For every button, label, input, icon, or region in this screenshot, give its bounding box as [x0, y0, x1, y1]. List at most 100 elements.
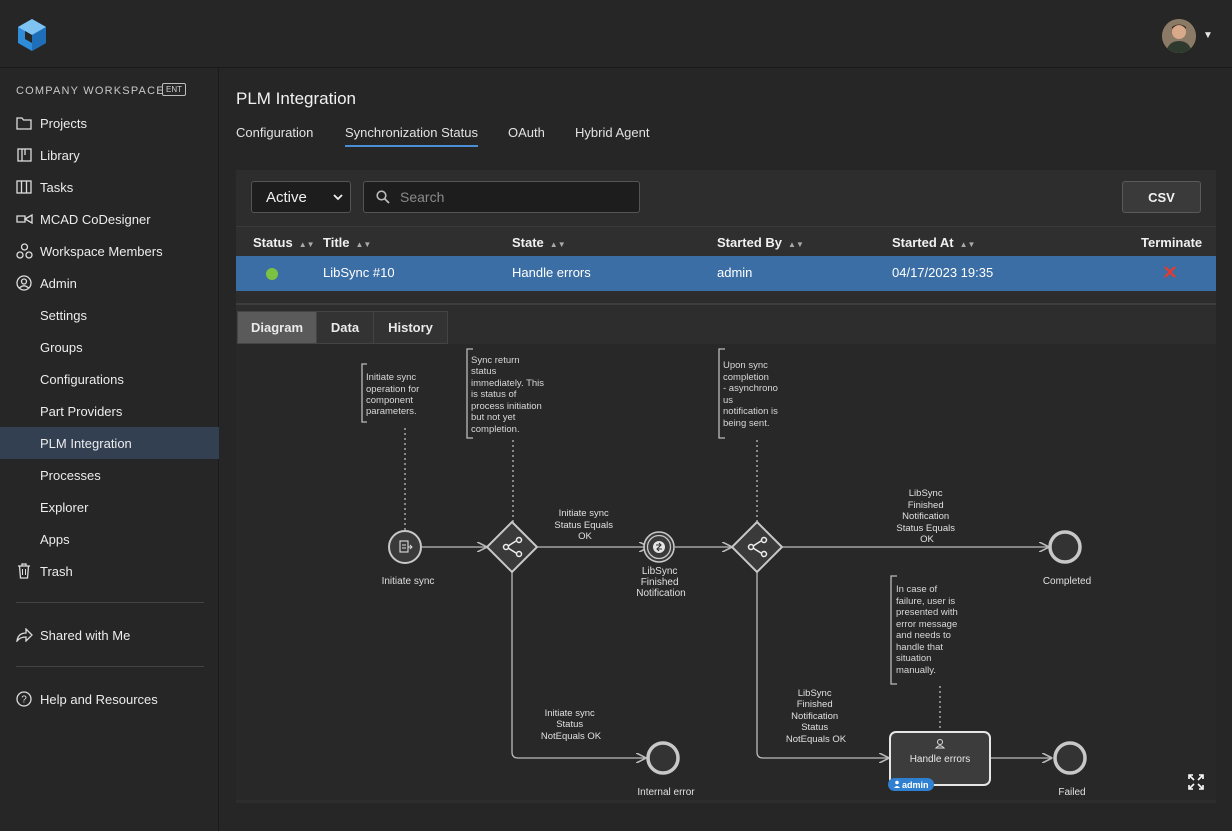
sidebar-item-trash[interactable]: Trash: [0, 555, 219, 587]
sidebar-item-label: Shared with Me: [40, 627, 131, 643]
sidebar-item-label: Library: [40, 147, 80, 163]
edge-label-line: Status Equals: [896, 523, 955, 534]
sidebar-item-shared-with-me[interactable]: Shared with Me: [0, 619, 219, 651]
table-header: Status▲▼ Title▲▼ State▲▼ Started By▲▼ St…: [236, 226, 1216, 256]
sidebar-item-mcad-codesigner[interactable]: MCAD CoDesigner: [0, 203, 219, 235]
column-header-started-by[interactable]: Started By▲▼: [717, 235, 804, 250]
table-row[interactable]: LibSync #10 Handle errors admin 04/17/20…: [236, 256, 1216, 291]
end-event-internal-error[interactable]: [646, 741, 680, 775]
sidebar-item-projects[interactable]: Projects: [0, 107, 219, 139]
fork-icon: [747, 536, 768, 558]
fork-icon: [502, 536, 523, 558]
node-label-notification: LibSync Finished Notification: [636, 566, 685, 599]
page-title: PLM Integration: [236, 89, 357, 108]
annotation-line: manually.: [896, 665, 936, 676]
node-label: Failed: [1058, 787, 1085, 798]
sidebar-item-configurations[interactable]: Configurations: [0, 363, 219, 395]
gateway-notification[interactable]: [730, 520, 784, 574]
annotation-line: Sync return: [471, 355, 520, 366]
node-label: Completed: [1043, 576, 1091, 587]
sidebar-item-admin[interactable]: Admin: [0, 267, 219, 299]
avatar-photo-icon: [1162, 19, 1196, 53]
status-filter-select[interactable]: Active: [251, 181, 351, 213]
sidebar-item-workspace-members[interactable]: Workspace Members: [0, 235, 219, 267]
process-diagram[interactable]: Initiate sync operation for component pa…: [236, 344, 1216, 800]
start-event-initiate-sync[interactable]: [388, 530, 422, 564]
sidebar-item-label: Admin: [40, 275, 77, 291]
csv-export-button[interactable]: CSV: [1122, 181, 1201, 213]
annotation-initiate-sync: Initiate sync operation for component pa…: [366, 372, 422, 417]
annotation-line: immediately. This: [471, 378, 544, 389]
sidebar-item-processes[interactable]: Processes: [0, 459, 219, 491]
node-label-line: LibSync: [642, 566, 678, 577]
annotation-line: presented with: [896, 607, 958, 618]
annotation-line: is status of: [471, 389, 517, 400]
edge-label-line: Initiate sync: [559, 508, 609, 519]
sidebar-item-tasks[interactable]: Tasks: [0, 171, 219, 203]
edge-label-line: OK: [578, 531, 592, 542]
edge-label-line: Notification: [791, 711, 838, 722]
annotation-bracket: [718, 348, 725, 439]
sidebar-item-library[interactable]: Library: [0, 139, 219, 171]
edge-label-initiate-ok: Initiate sync Status Equals OK: [554, 508, 615, 542]
account-menu-caret-icon[interactable]: ▼: [1203, 30, 1213, 41]
tab-synchronization-status[interactable]: Synchronization Status: [345, 125, 478, 147]
sidebar-item-label: Settings: [40, 307, 87, 323]
user-task-handle-errors[interactable]: [889, 731, 991, 786]
tab-data[interactable]: Data: [316, 311, 374, 344]
edge-label-line: Status: [801, 722, 828, 733]
search-box[interactable]: [363, 181, 640, 213]
sidebar-item-settings[interactable]: Settings: [0, 299, 219, 331]
tab-hybrid-agent[interactable]: Hybrid Agent: [575, 125, 650, 140]
cell-started-by: admin: [717, 265, 753, 280]
end-event-completed[interactable]: [1048, 530, 1082, 564]
terminate-close-icon[interactable]: [1162, 262, 1178, 282]
trash-icon: [15, 562, 33, 580]
edge-label-line: LibSync: [909, 488, 943, 499]
tab-history[interactable]: History: [373, 311, 448, 344]
search-input[interactable]: [400, 189, 620, 205]
annotation-sync-return: Sync return status immediately. This is …: [471, 355, 547, 435]
section-separator: [236, 303, 1216, 305]
column-header-label: State: [512, 235, 544, 250]
tab-configuration[interactable]: Configuration: [236, 125, 314, 140]
annotation-line: Initiate sync: [366, 372, 416, 383]
edge-label-notification-ok: LibSync Finished Notification Status Equ…: [896, 488, 957, 545]
fullscreen-expand-icon[interactable]: [1188, 774, 1204, 790]
column-header-label: Started By: [717, 235, 783, 250]
sort-icon: ▲▼: [298, 240, 315, 249]
intermediate-event-notification[interactable]: [643, 531, 675, 563]
top-bar: ▼: [0, 0, 1232, 68]
cell-title: LibSync #10: [323, 265, 395, 280]
edge-label-initiate-not-ok: Initiate sync Status NotEquals OK: [541, 708, 602, 742]
column-header-title[interactable]: Title▲▼: [323, 235, 371, 250]
process-diagram-canvas: Initiate sync operation for component pa…: [361, 348, 1091, 798]
sidebar-item-plm-integration[interactable]: PLM Integration: [0, 427, 219, 459]
column-header-status[interactable]: Status▲▼: [253, 235, 315, 250]
workspace-label: COMPANY WORKSPACE: [16, 85, 165, 97]
sidebar-divider: [16, 602, 204, 603]
sort-icon: ▲▼: [959, 240, 976, 249]
sidebar-item-groups[interactable]: Groups: [0, 331, 219, 363]
annotation-line: Upon sync: [723, 360, 768, 371]
sidebar-item-help[interactable]: ? Help and Resources: [0, 683, 219, 715]
sidebar-item-part-providers[interactable]: Part Providers: [0, 395, 219, 427]
sidebar-item-label: Configurations: [40, 371, 124, 387]
gateway-initiate-sync[interactable]: [485, 520, 539, 574]
annotation-line: us: [723, 395, 733, 406]
user-avatar[interactable]: [1162, 19, 1196, 53]
app-logo-icon[interactable]: [16, 18, 48, 52]
annotation-line: but not yet: [471, 412, 516, 423]
sidebar-item-explorer[interactable]: Explorer: [0, 491, 219, 523]
sidebar-item-label: Workspace Members: [40, 243, 163, 259]
sidebar-item-apps[interactable]: Apps: [0, 523, 219, 555]
annotation-bracket: [466, 348, 473, 439]
column-header-started-at[interactable]: Started At▲▼: [892, 235, 975, 250]
tab-diagram[interactable]: Diagram: [237, 311, 317, 344]
node-label: Initiate sync: [382, 576, 435, 587]
tab-oauth[interactable]: OAuth: [508, 125, 545, 140]
annotation-line: component: [366, 395, 413, 406]
column-header-state[interactable]: State▲▼: [512, 235, 566, 250]
node-label: Internal error: [637, 787, 695, 798]
end-event-failed[interactable]: [1053, 741, 1087, 775]
